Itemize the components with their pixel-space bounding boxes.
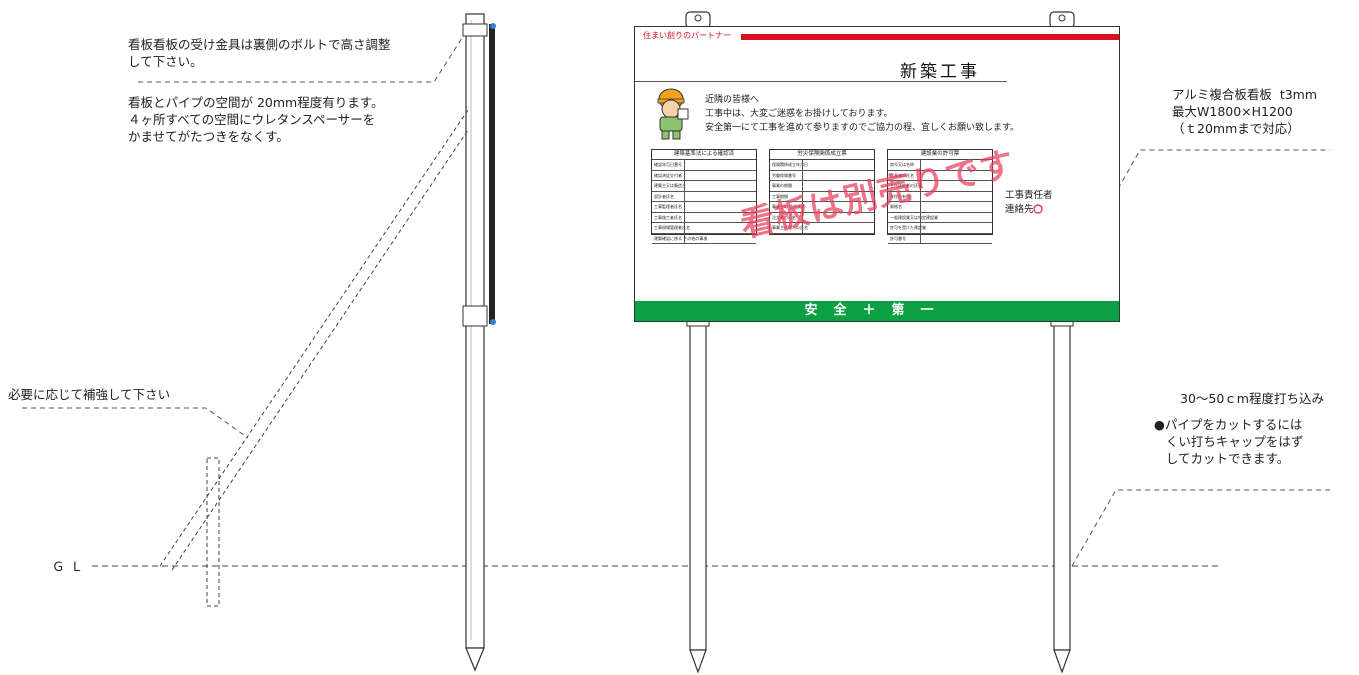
red-accent-bar xyxy=(741,34,1119,40)
signboard: 住まい創りのパートナー 新築工事 近隣の皆様へ 工事中は、大変ご迷惑をお掛けして… xyxy=(634,26,1120,322)
board-spec-note: アルミ複合板看板 t3mm 最大W1800×H1200 （ｔ20mmまで対応） xyxy=(1172,87,1318,136)
building-permit-panel: 建築基準法による確認済 確認年月日番号 確認済証交付者 建築主又は築造主 設計者… xyxy=(651,149,757,244)
reinforcement-post xyxy=(159,109,469,607)
panel-row: 保険関係成立年月日 xyxy=(770,160,874,171)
sign-title: 新築工事 xyxy=(900,62,980,82)
panel-row: 建築確認に係る その他の事項 xyxy=(652,233,756,244)
panel-row: 確認済証交付者 xyxy=(652,170,756,181)
drive-depth-note: 30～50ｃm程度打ち込み xyxy=(1180,391,1324,406)
cap-note: ●パイプをカットするには くい打ちキャップをはず してカットできます。 xyxy=(1154,417,1304,466)
right-top-bracket xyxy=(1049,11,1075,29)
panel-row: 事業の期間 xyxy=(770,181,874,192)
safety-first-banner: 安全＋第一 xyxy=(635,301,1119,321)
panel-row: 商号又は名称 xyxy=(888,160,992,171)
panel-row: 許可を受けた建設業 xyxy=(888,223,992,234)
panel-row: 工事監理者氏名 xyxy=(652,202,756,213)
tagline: 住まい創りのパートナー xyxy=(643,31,731,40)
panel-row: 労働保険番号 xyxy=(770,170,874,181)
panel-row: 確認年月日番号 xyxy=(652,160,756,171)
panel-row: 資格名 xyxy=(888,202,992,213)
panel-row: 事業主代理人の氏名 xyxy=(770,223,874,234)
panel-row: 代表者の氏名 xyxy=(888,170,992,181)
gl-label: ＧＬ xyxy=(52,559,90,574)
panel-row: 工事施工者氏名 xyxy=(652,212,756,223)
side-pipe xyxy=(462,13,488,672)
panel-row: 専任の有無 xyxy=(888,191,992,202)
title-underline xyxy=(635,81,1007,82)
greeting-text: 近隣の皆様へ 工事中は、大変ご迷惑をお掛けしております。 安全第一にて工事を進め… xyxy=(705,95,1020,133)
bracket-note: 看板看板の受け金具は裏側のボルトで高さ調整 して下さい。 xyxy=(128,37,391,69)
reinforce-note: 必要に応じて補強して下さい xyxy=(8,387,171,402)
panel-row: 一般建設業又は特定建設業 xyxy=(888,212,992,223)
contact-circle-icon xyxy=(1033,204,1043,214)
labor-insurance-panel: 労災保険関係成立票 保険関係成立年月日 労働保険番号 事業の期間 工事期間 事業… xyxy=(769,149,875,235)
left-pipe xyxy=(686,319,710,674)
contact-info: 工事責任者 連絡先 xyxy=(1005,190,1053,215)
construction-license-panel: 建設業の許可票 商号又は名称 代表者の氏名 主任技術者の氏名 専任の有無 資格名… xyxy=(887,149,993,244)
panel-row: 建築主又は築造主 xyxy=(652,181,756,192)
panel-row: 許可番号 xyxy=(888,233,992,244)
panel-row: 設計者氏名 xyxy=(652,191,756,202)
panel-row: 工事現場管理者氏名 xyxy=(652,223,756,234)
side-board xyxy=(489,23,496,325)
panel-row: 工事期間 xyxy=(770,191,874,202)
spacer-note: 看板とパイプの空間が 20mm程度有ります。 ４ヶ所すべての空間にウレタンスペー… xyxy=(128,95,384,144)
right-pipe xyxy=(1050,319,1074,674)
panel-heading: 建築基準法による確認済 xyxy=(652,150,756,160)
panel-row: 注文者の氏名 xyxy=(770,212,874,223)
panel-row: 事業主の 住所氏名 xyxy=(770,202,874,213)
panel-row: 主任技術者の氏名 xyxy=(888,181,992,192)
panel-heading: 労災保険関係成立票 xyxy=(770,150,874,160)
panel-heading: 建設業の許可票 xyxy=(888,150,992,160)
worker-mascot-icon xyxy=(657,88,689,140)
